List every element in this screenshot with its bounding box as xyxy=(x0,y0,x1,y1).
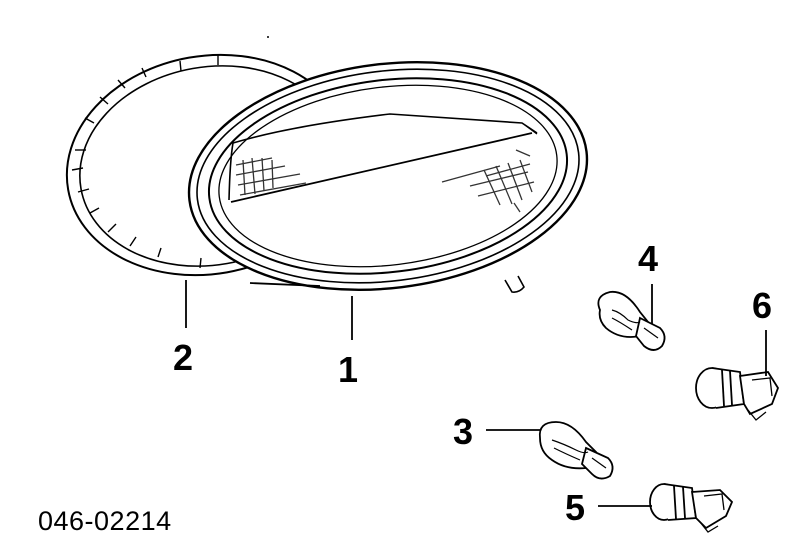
bulb-lower xyxy=(538,421,614,480)
left-lens-hatch xyxy=(235,157,307,196)
leader-line-2-tip xyxy=(249,282,321,287)
callout-2: 2 xyxy=(173,337,194,378)
socket-lower xyxy=(649,483,734,533)
callout-5: 5 xyxy=(565,487,586,528)
speck xyxy=(267,36,269,38)
callout-6: 6 xyxy=(752,285,773,326)
right-lens-hatch xyxy=(441,149,535,213)
callout-1: 1 xyxy=(338,349,359,390)
leader-lines xyxy=(185,280,767,507)
bulb-upper xyxy=(597,290,666,351)
callout-3: 3 xyxy=(453,411,474,452)
socket-upper xyxy=(695,367,779,421)
lamp-assembly xyxy=(187,60,589,293)
callout-4: 4 xyxy=(638,238,659,279)
part-number-label: 046-02214 xyxy=(38,506,172,536)
